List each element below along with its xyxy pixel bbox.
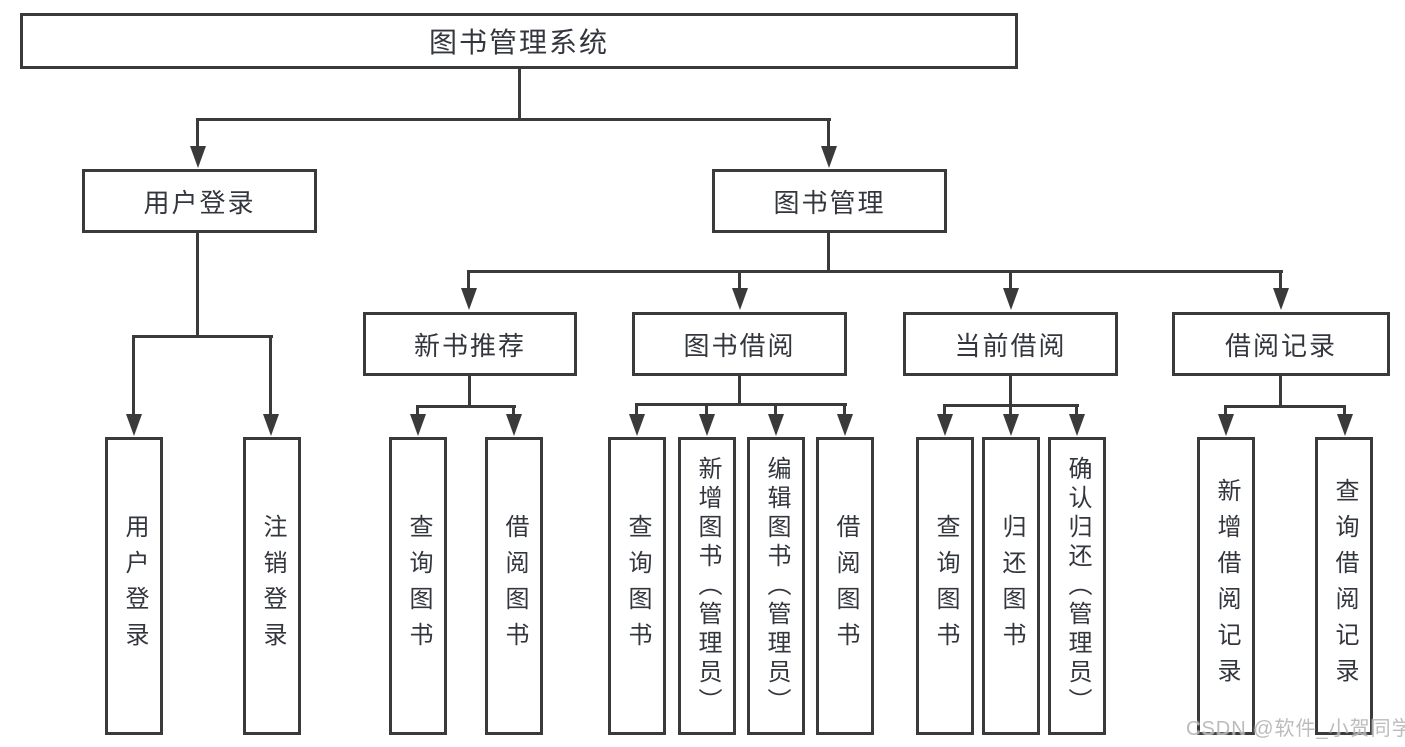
leaf-user-login: 用户登录 [105,437,163,735]
leaf-label: 借阅图书 [832,514,859,658]
leaf-query-borrow-record: 查询借阅记录 [1315,437,1373,735]
connector-stem [843,403,846,414]
leaf-label: 编辑图书（管理员） [763,455,790,717]
connector-stem [827,118,830,146]
connector-rail [416,405,516,408]
arrow-down [1273,288,1289,310]
leaf-borrow-books: 借阅图书 [485,437,543,735]
leaf-add-borrow-record: 新增借阅记录 [1197,437,1255,735]
leaf-label: 归还图书 [998,514,1025,658]
node-label: 图书管理 [773,187,886,218]
connector-stem [1343,405,1346,414]
arrow-down [1337,414,1353,436]
leaf-label: 用户登录 [121,514,148,658]
node-label: 图书管理系统 [428,27,609,58]
arrow-down [506,414,522,436]
leaf-label: 查询图书 [624,514,651,658]
arrow-down [1069,414,1085,436]
node-book-borrowing: 图书借阅 [632,312,847,376]
node-label: 借阅记录 [1224,330,1337,361]
connector-stem [738,270,741,288]
arrow-down [937,414,953,436]
connector-stem [1279,376,1282,408]
connector-stem [1224,405,1227,414]
arrow-down [126,414,142,436]
connector-stem [416,405,419,414]
leaf-borrow-books: 借阅图书 [816,437,874,735]
connector-stem [1009,376,1012,407]
node-borrowing-records: 借阅记录 [1172,312,1390,376]
connector-rail [1224,405,1346,408]
connector-stem [468,376,471,408]
leaf-label: 查询图书 [932,514,959,658]
arrow-down [1003,414,1019,436]
leaf-label: 新增借阅记录 [1213,478,1240,694]
leaf-return-books: 归还图书 [982,437,1040,735]
node-label: 用户登录 [143,187,256,218]
leaf-query-books: 查询图书 [389,437,447,735]
connector-stem [943,404,946,414]
arrow-down [629,414,645,436]
connector-stem [827,233,830,270]
leaf-label: 新增图书（管理员） [694,455,721,717]
connector-root-stem [518,69,521,118]
connector-rail [635,403,847,406]
connector-stem [1279,270,1282,288]
leaf-label: 查询借阅记录 [1331,478,1358,694]
connector-stem [1009,404,1012,414]
leaf-query-books: 查询图书 [916,437,974,735]
node-label: 新书推荐 [413,330,526,361]
connector-rail [132,335,273,338]
connector-stem [738,376,741,406]
node-new-book-recommend: 新书推荐 [363,312,577,376]
connector-stem [467,270,470,288]
csdn-watermark: CSDN @软件_小贺同学 [1186,718,1405,740]
leaf-query-books: 查询图书 [608,437,666,735]
connector-stem [512,405,515,414]
connector-stem [635,403,638,414]
leaf-confirm-return-admin: 确认归还（管理员） [1048,437,1106,735]
leaf-edit-book-admin: 编辑图书（管理员） [747,437,805,735]
connector-level2-rail [467,270,1283,273]
arrow-down [263,414,279,436]
connector-stem [196,118,199,146]
connector-stem [774,403,777,414]
leaf-logout: 注销登录 [243,437,301,735]
arrow-down [699,414,715,436]
node-library-management-system: 图书管理系统 [20,13,1018,69]
leaf-label: 借阅图书 [501,514,528,658]
arrow-down [1003,288,1019,310]
node-label: 当前借阅 [954,330,1067,361]
node-label: 图书借阅 [683,330,796,361]
connector-stem [132,335,135,414]
connector-stem [1075,404,1078,414]
arrow-down [410,414,426,436]
leaf-label: 确认归还（管理员） [1064,455,1091,717]
connector-level1-rail [197,118,831,121]
arrow-down [461,288,477,310]
arrow-down [732,288,748,310]
connector-stem [269,335,272,414]
leaf-label: 注销登录 [259,514,286,658]
connector-stem [1009,270,1012,288]
arrow-down [821,146,837,168]
arrow-down [1218,414,1234,436]
leaf-add-book-admin: 新增图书（管理员） [678,437,736,735]
connector-stem [705,403,708,414]
leaf-label: 查询图书 [405,514,432,658]
arrow-down [190,146,206,168]
node-user-login: 用户登录 [82,169,317,233]
connector-stem [196,233,199,335]
node-current-borrowing: 当前借阅 [903,312,1118,376]
arrow-down [768,414,784,436]
arrow-down [837,414,853,436]
node-book-management: 图书管理 [712,169,947,233]
